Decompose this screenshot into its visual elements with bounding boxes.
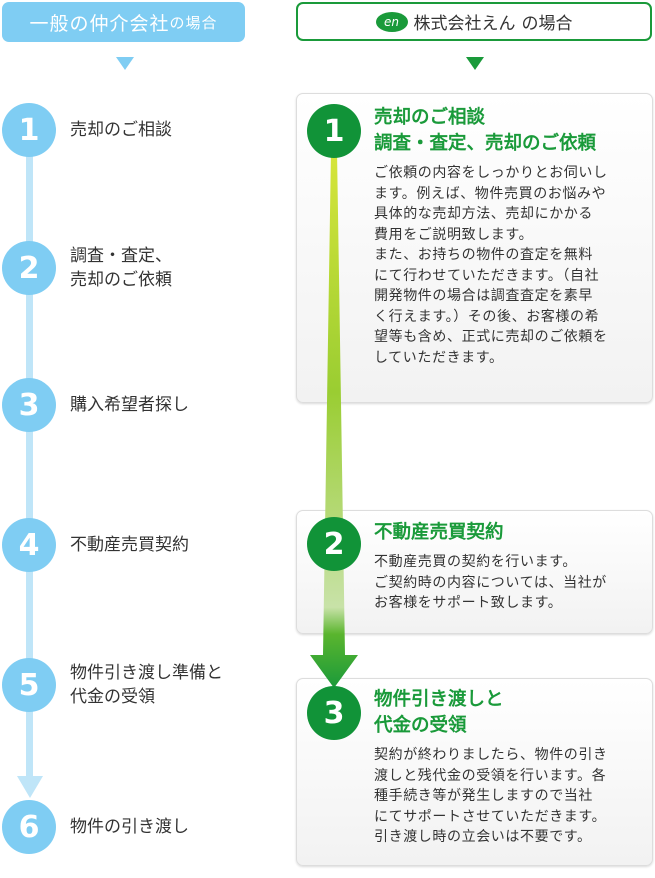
title-line: 売却のご相談	[374, 107, 486, 128]
general-agent-header: 一般の仲介会社の場合	[2, 2, 245, 42]
title-line: 調査・査定、売却のご依頼	[374, 133, 597, 154]
step-label: 売却のご相談	[70, 120, 172, 140]
description-line: ご依頼の内容をしっかりとお伺いし	[374, 165, 608, 181]
step-title: 売却のご相談調査・査定、売却のご依頼	[374, 105, 596, 157]
description-line: く行えます。）その後、お客様の希	[374, 308, 600, 325]
description-line: ます。例えば、物件売買のお悩みや	[374, 185, 607, 202]
description-line: ご契約時の内容については、当社が	[374, 574, 607, 591]
step-number-1: 1	[307, 104, 361, 158]
description-line: 引き渡し時の立会いは不要です。	[374, 829, 592, 845]
step-label: 物件引き渡し準備と 代金の受領	[70, 663, 223, 707]
description-line: 具体的な売却方法、売却にかかる	[374, 206, 593, 222]
header-text: 株式会社えん	[413, 14, 516, 34]
description-line: 開発物件の場合は調査査定を素早	[374, 288, 593, 304]
description-line: にてサポートさせていただきます。	[374, 808, 607, 825]
step-description: 不動産売買の契約を行います。ご契約時の内容については、当社がお客様をサポート致し…	[374, 552, 607, 614]
step-label: 購入希望者探し	[70, 395, 189, 415]
flow-line	[26, 150, 33, 780]
description-line: にて行わせていただきます。（自社	[374, 267, 600, 284]
description-line: 種手続き等が発生しますので当社	[374, 788, 593, 804]
step-number-2: 2	[307, 517, 361, 571]
step-title: 物件引き渡しと代金の受領	[374, 687, 504, 739]
step-number-5: 5	[2, 658, 56, 712]
description-line: していただきます。	[374, 349, 504, 366]
title-line: 代金の受領	[374, 715, 467, 736]
title-line: 不動産売買契約	[374, 522, 504, 543]
description-line: お客様をサポート致します。	[374, 595, 563, 611]
arrow-shaft	[310, 150, 358, 688]
down-arrow-icon	[466, 57, 484, 70]
down-arrow-icon	[116, 57, 134, 70]
step-label: 不動産売買契約	[70, 535, 189, 555]
header-text: 一般の仲介会社	[29, 12, 170, 35]
step-number-6: 6	[2, 800, 56, 854]
step-label: 調査・査定、 売却のご依頼	[70, 246, 172, 290]
description-line: 渡しと残代金の受領を行います。各	[374, 767, 607, 784]
step-description: 契約が終わりましたら、物件の引き渡しと残代金の受領を行います。各種手続き等が発生…	[374, 745, 608, 848]
down-arrow-icon	[17, 776, 43, 798]
step-number-3: 3	[2, 378, 56, 432]
step-number-3: 3	[307, 686, 361, 740]
description-line: 費用をご説明致します。	[374, 226, 534, 243]
description-line: また、お持ちの物件の査定を無料	[374, 247, 593, 263]
title-line: 物件引き渡しと	[374, 689, 504, 710]
header-suffix: の場合	[521, 14, 573, 34]
description-line: 望等も含め、正式に売却のご依頼を	[374, 329, 608, 345]
step-number-2: 2	[2, 241, 56, 295]
flow-arrow	[310, 150, 358, 688]
step-number-4: 4	[2, 518, 56, 572]
header-suffix: の場合	[169, 13, 218, 32]
description-line: 契約が終わりましたら、物件の引き	[374, 747, 608, 763]
company-logo-icon: en	[375, 11, 408, 32]
step-number-1: 1	[2, 103, 56, 157]
step-description: ご依頼の内容をしっかりとお伺いします。例えば、物件売買のお悩みや具体的な売却方法…	[374, 163, 608, 368]
description-line: 不動産売買の契約を行います。	[374, 554, 577, 570]
step-title: 不動産売買契約	[374, 520, 504, 546]
step-label: 物件の引き渡し	[70, 817, 189, 837]
